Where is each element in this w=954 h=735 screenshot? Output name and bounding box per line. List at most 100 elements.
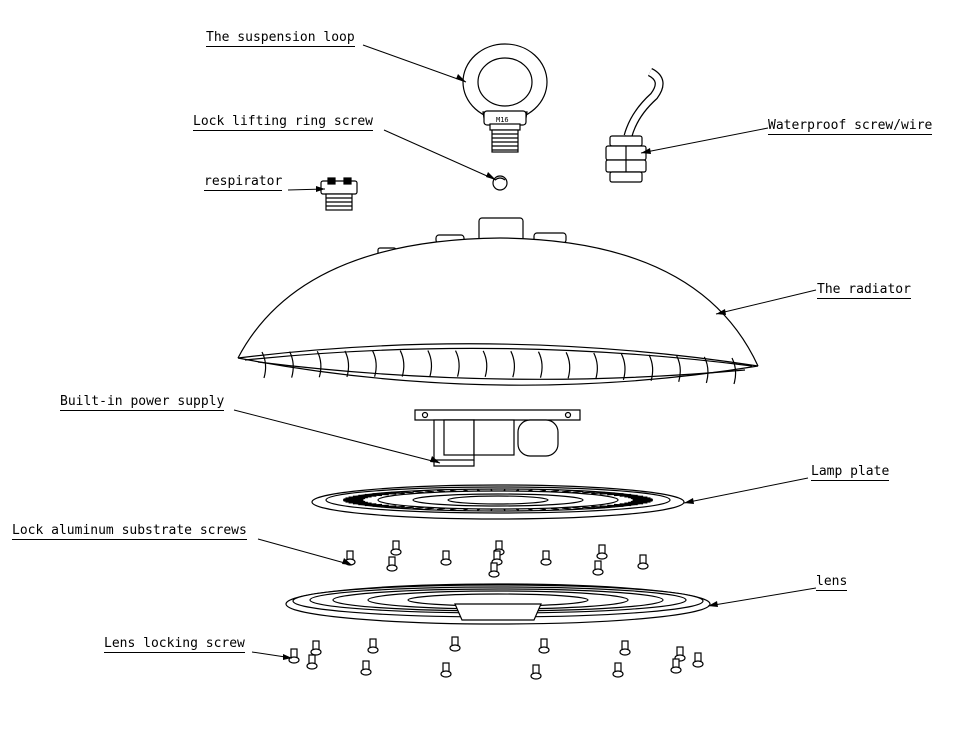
screw	[386, 556, 398, 572]
led-dash	[364, 503, 383, 507]
led-dash	[390, 505, 405, 509]
screw	[670, 658, 682, 674]
led-dash	[476, 488, 481, 492]
screw	[538, 638, 550, 654]
screw	[440, 550, 452, 566]
led-dash	[561, 507, 572, 510]
screw	[360, 660, 372, 676]
led-dash	[381, 492, 397, 495]
screw	[540, 550, 552, 566]
led-dash	[503, 508, 506, 511]
led-dash	[561, 490, 572, 493]
screw	[619, 640, 631, 656]
screw	[592, 560, 604, 576]
radiator-fin	[537, 351, 543, 378]
led-dash	[449, 507, 457, 511]
label-respirator: respirator	[204, 174, 283, 191]
label-lamp-plate: Lamp plate	[811, 464, 890, 481]
radiator	[237, 217, 759, 386]
led-dash	[372, 504, 389, 507]
led-dash	[582, 491, 595, 494]
led-dash	[449, 489, 457, 493]
label-lens-locking-screw: Lens locking screw	[104, 636, 245, 653]
screw	[390, 540, 402, 556]
led-dash	[490, 508, 493, 511]
led-dash	[591, 505, 606, 509]
screw	[530, 664, 542, 680]
led-dash	[381, 505, 397, 508]
led-dash	[436, 507, 446, 511]
led-dash	[619, 503, 638, 506]
led-dash	[390, 491, 405, 495]
led-dash	[463, 489, 469, 492]
led-dash	[550, 507, 560, 511]
label-lock-aluminum-substrate-screws: Lock aluminum substrate screws	[12, 523, 247, 540]
radiator-fin	[510, 350, 516, 378]
screw	[449, 636, 461, 652]
led-dash	[490, 489, 493, 492]
radiator-fin	[565, 352, 571, 379]
radiator-fin	[427, 350, 433, 377]
aluminum-substrate-screws	[344, 540, 649, 578]
respirator-part	[320, 177, 358, 211]
led-dash	[424, 507, 435, 510]
label-waterproof-screw-wire: Waterproof screw/wire	[768, 118, 933, 135]
led-dash	[624, 495, 644, 498]
radiator-fin	[316, 350, 322, 378]
radiator-fin	[593, 352, 598, 380]
led-dash	[515, 508, 520, 512]
led-dash	[436, 489, 446, 493]
led-dash	[372, 493, 389, 496]
label-suspension-loop: The suspension loop	[206, 30, 355, 47]
led-dash	[527, 508, 533, 511]
led-dash	[352, 495, 372, 498]
radiator-fin	[372, 350, 377, 377]
label-radiator: The radiator	[817, 282, 911, 299]
led-dash	[527, 489, 533, 492]
label-lens: lens	[816, 574, 848, 591]
screw	[612, 662, 624, 678]
radiator-fin	[289, 351, 294, 378]
led-dash	[550, 489, 560, 493]
built-in-power-supply	[414, 409, 581, 467]
radiator-fin	[676, 355, 681, 383]
leader-lines	[233, 44, 817, 660]
lens-part	[285, 583, 711, 625]
radiator-fin	[731, 357, 737, 385]
screw	[596, 544, 608, 560]
radiator-fin	[344, 350, 350, 378]
led-dash	[358, 503, 377, 506]
led-dash	[424, 490, 435, 493]
led-dash	[503, 489, 506, 492]
led-dash	[352, 502, 372, 505]
led-dash	[619, 494, 638, 497]
label-lock-lifting-ring-screw: Lock lifting ring screw	[193, 114, 374, 131]
led-dash	[539, 507, 547, 511]
led-dash	[476, 508, 481, 512]
led-dash	[591, 491, 606, 495]
screw	[488, 562, 500, 578]
led-dash	[607, 504, 624, 507]
waterproof-screw-wire	[605, 67, 664, 183]
led-dash	[572, 490, 584, 494]
led-dash	[463, 508, 469, 511]
radiator-fin	[703, 356, 709, 384]
led-dash	[613, 493, 632, 497]
led-dash	[515, 488, 520, 492]
radiator-fin	[482, 350, 488, 378]
screw	[440, 662, 452, 678]
led-dash	[599, 492, 615, 495]
led-dash	[358, 494, 377, 497]
radiator-fin	[454, 350, 460, 377]
label-built-in-power-supply: Built-in power supply	[60, 394, 225, 411]
screw	[310, 640, 322, 656]
radiator-fin	[648, 354, 654, 381]
lens-locking-screws	[288, 636, 704, 680]
radiator-fins	[261, 350, 737, 385]
led-dash	[582, 506, 595, 509]
lamp-plate-leds	[343, 488, 653, 512]
led-dash	[401, 491, 414, 494]
screw	[306, 654, 318, 670]
